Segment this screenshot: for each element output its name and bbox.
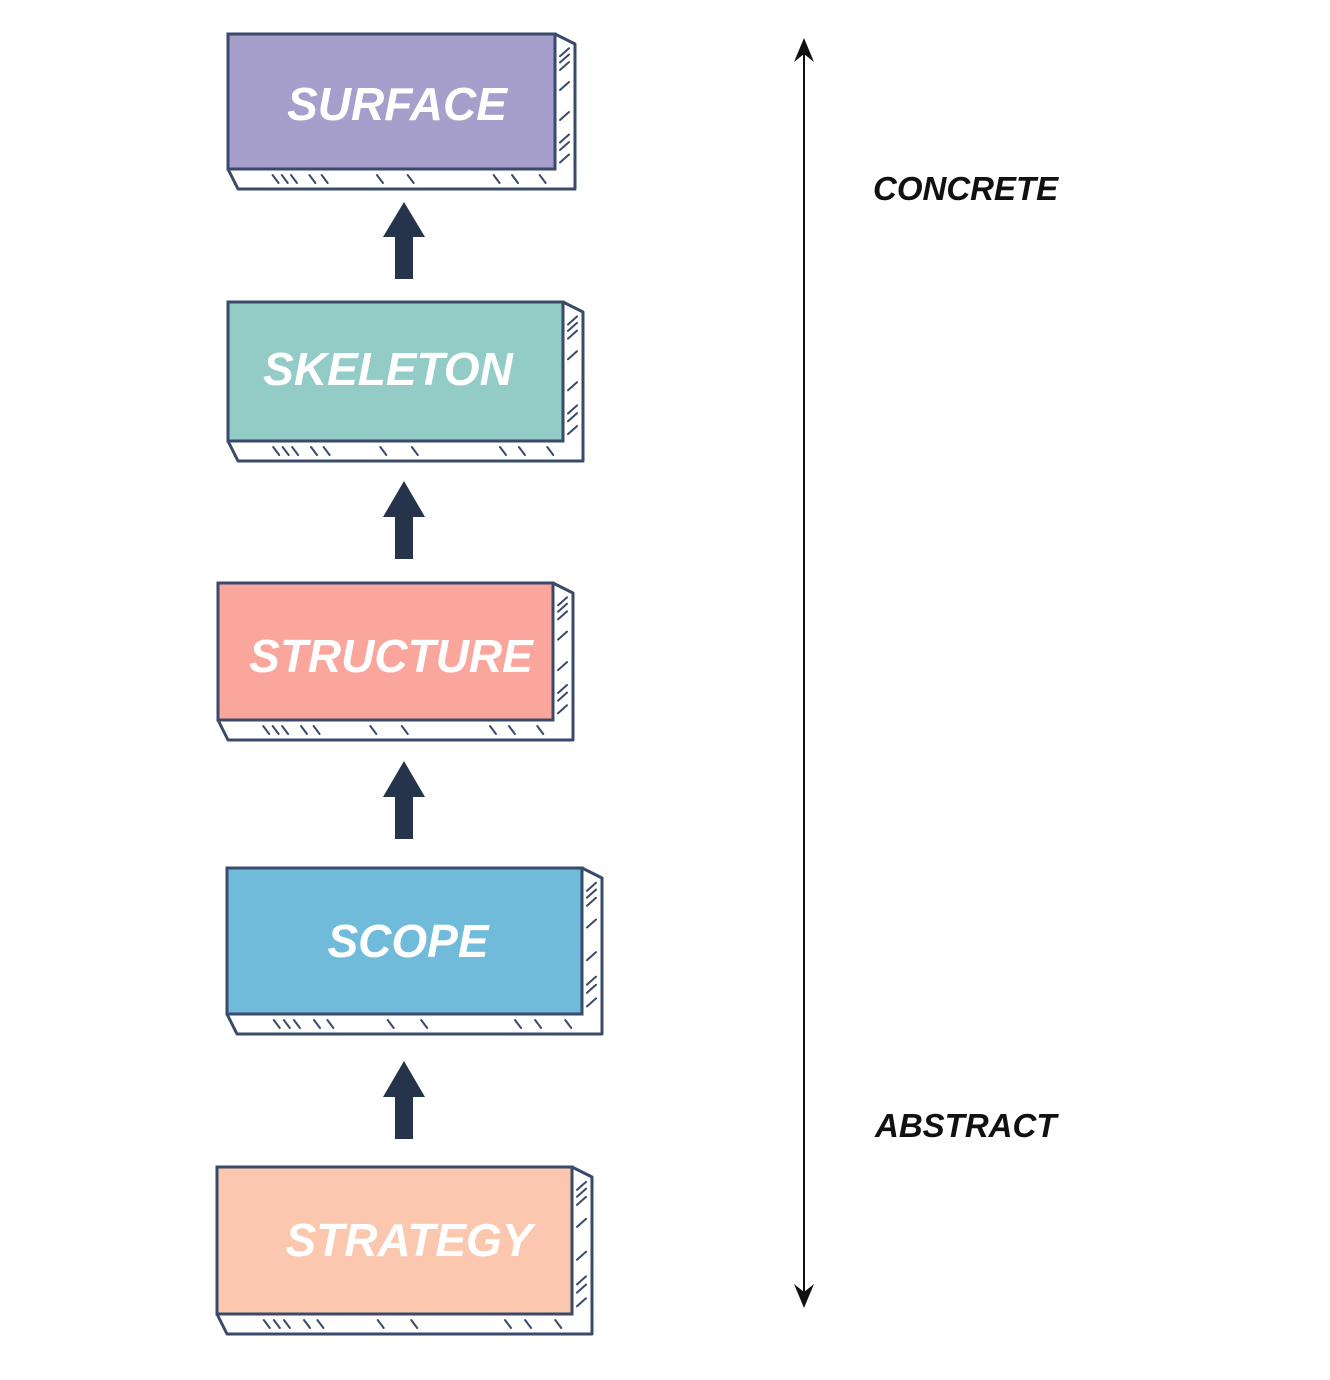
layer-block-scope: SCOPE — [225, 866, 604, 1036]
layer-block-surface: SURFACE — [226, 32, 577, 191]
block-face — [216, 581, 555, 722]
layer-label-scope: SCOPE — [327, 915, 489, 967]
layer-label-strategy: STRATEGY — [285, 1214, 536, 1266]
up-arrow-icon — [383, 1061, 425, 1139]
block-hatching — [272, 315, 578, 456]
layer-label-skeleton: SKELETON — [263, 343, 513, 395]
block-face — [226, 300, 565, 443]
block-face — [226, 32, 557, 171]
up-arrow-icon — [383, 761, 425, 839]
axis-label-abstract: ABSTRACT — [874, 1107, 1059, 1144]
layer-block-strategy: STRATEGY — [215, 1165, 594, 1336]
up-arrow-icon — [383, 481, 425, 559]
up-arrow-icon — [383, 202, 425, 279]
layer-label-structure: STRUCTURE — [249, 630, 534, 682]
axis-label-concrete: CONCRETE — [873, 170, 1059, 207]
block-hatching — [262, 596, 568, 735]
layer-block-structure: STRUCTURE — [216, 581, 575, 742]
layer-block-skeleton: SKELETON — [226, 300, 585, 463]
layer-label-surface: SURFACE — [287, 78, 508, 130]
block-face — [215, 1165, 574, 1316]
block-hatching — [272, 881, 597, 1029]
block-face — [225, 866, 584, 1016]
block-hatching — [262, 1180, 587, 1329]
block-hatching — [271, 47, 570, 184]
